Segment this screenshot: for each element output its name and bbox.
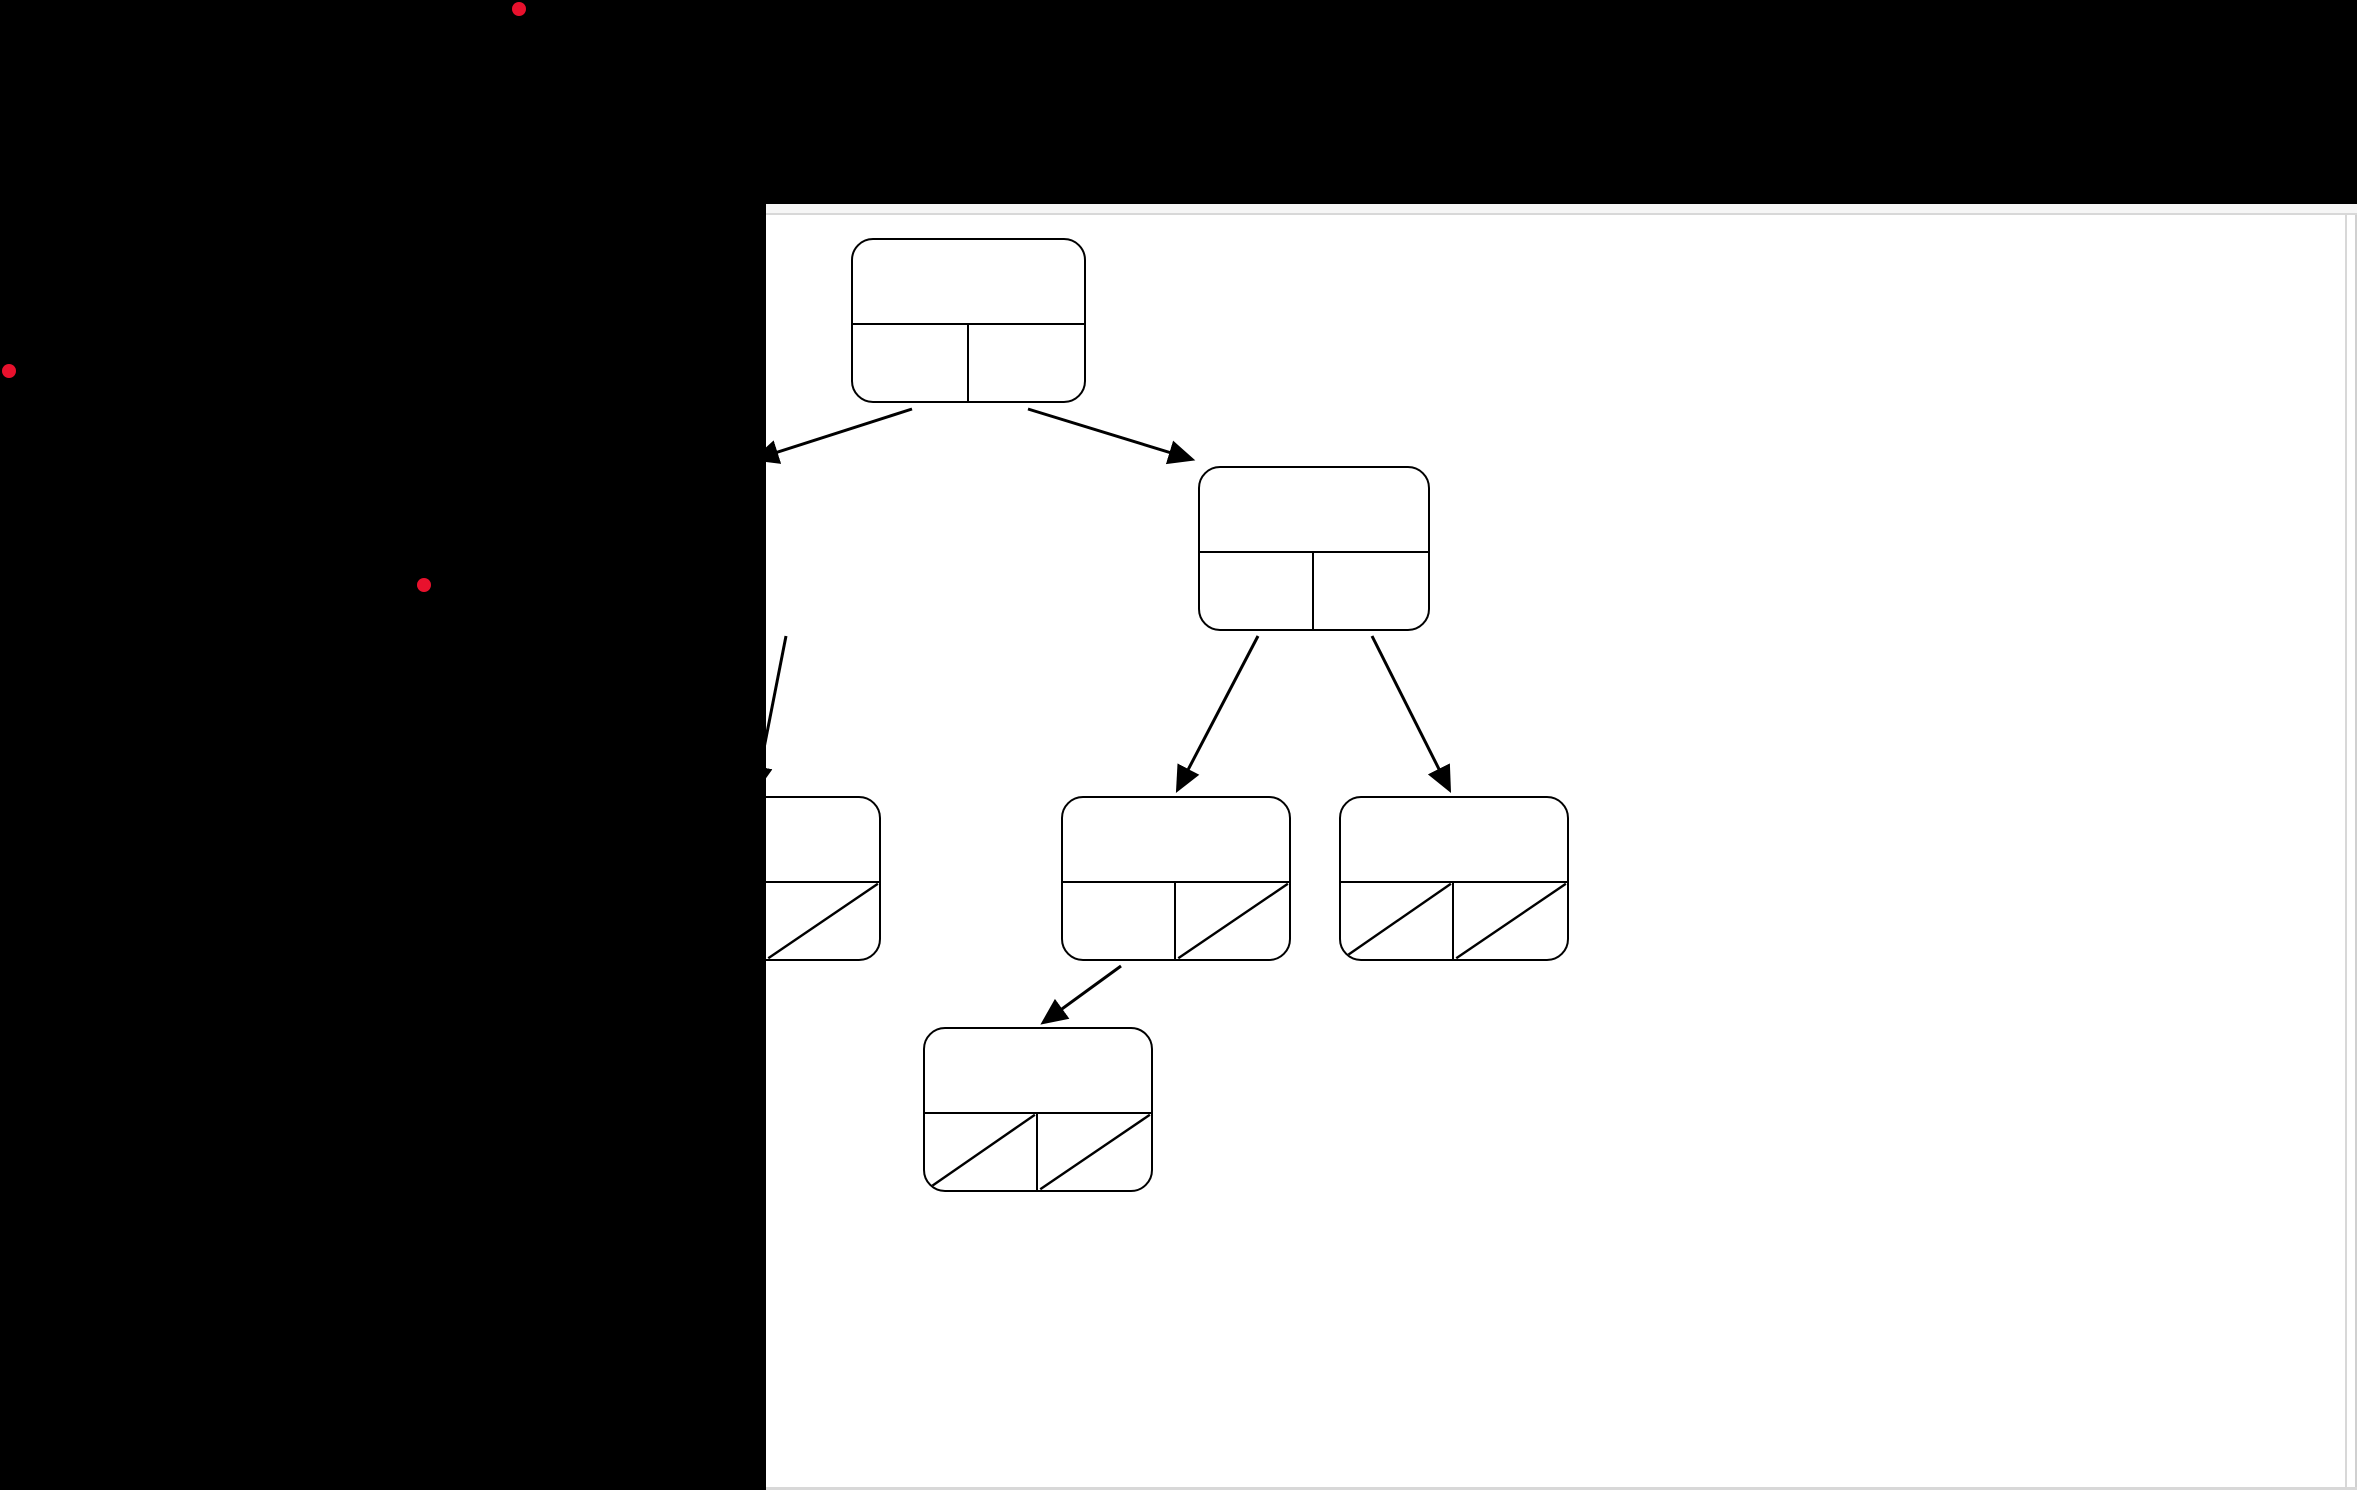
edge-root-to-left-child [766, 407, 913, 464]
node-pointer-row [853, 323, 1084, 401]
nil-pointer-slash-icon [1176, 883, 1289, 959]
node-right-pointer-cell[interactable] [1314, 553, 1428, 629]
node-pointer-row [1341, 881, 1567, 959]
nil-pointer-slash-icon [925, 1114, 1036, 1190]
node-right-pointer-cell[interactable] [1454, 883, 1567, 959]
node-right-pointer-cell[interactable] [1038, 1114, 1151, 1190]
tree-node-root[interactable] [851, 238, 1086, 403]
node-pointer-row [1200, 551, 1428, 629]
vertical-scrollbar[interactable] [2345, 215, 2357, 1490]
nil-pointer-slash-icon [1038, 1114, 1151, 1190]
node-fields [766, 798, 879, 881]
nil-pointer-slash-icon [1341, 883, 1452, 959]
node-fields [1063, 798, 1289, 881]
node-left-pointer-cell[interactable] [853, 325, 969, 401]
tree-node-deepest-leaf[interactable] [923, 1027, 1153, 1192]
node-left-pointer-cell[interactable] [1200, 553, 1314, 629]
node-left-pointer-cell[interactable] [925, 1114, 1038, 1190]
node-fields [853, 240, 1084, 323]
tree-node-right-child-right[interactable] [1339, 796, 1569, 961]
node-pointer-row [763, 881, 879, 959]
node-left-pointer-cell[interactable] [1341, 883, 1454, 959]
node-right-pointer-cell[interactable] [1176, 883, 1289, 959]
edge-right-child-to-left [1175, 635, 1260, 793]
node-left-pointer-cell[interactable] [1063, 883, 1176, 959]
nil-pointer-slash-icon [766, 883, 879, 959]
node-right-pointer-cell[interactable] [969, 325, 1085, 401]
diagram-viewer-panel [763, 204, 2357, 1490]
edge-right-child-to-right [1370, 635, 1452, 794]
tree-node-right-child-left[interactable] [1061, 796, 1291, 961]
node-right-pointer-cell[interactable] [766, 883, 879, 959]
node-pointer-row [1063, 881, 1289, 959]
marker-dot-middle [417, 578, 431, 592]
edge-root-to-right-child [1027, 407, 1196, 465]
node-fields [1200, 468, 1428, 551]
node-pointer-row [925, 1112, 1151, 1190]
edge-right-child-left-to-deepest [1040, 964, 1122, 1025]
marker-dot-left [2, 364, 16, 378]
viewer-bottom-edge [766, 1487, 2357, 1490]
marker-dot-top [512, 2, 526, 16]
viewer-top-bar [766, 204, 2357, 215]
edge-left-child-to-leaf [766, 635, 788, 794]
tree-node-left-child-right-leaf[interactable] [763, 796, 881, 961]
node-fields [925, 1029, 1151, 1112]
tree-node-right-child[interactable] [1198, 466, 1430, 631]
nil-pointer-slash-icon [1454, 883, 1567, 959]
nil-pointer-slash-icon [763, 883, 764, 959]
node-fields [1341, 798, 1567, 881]
